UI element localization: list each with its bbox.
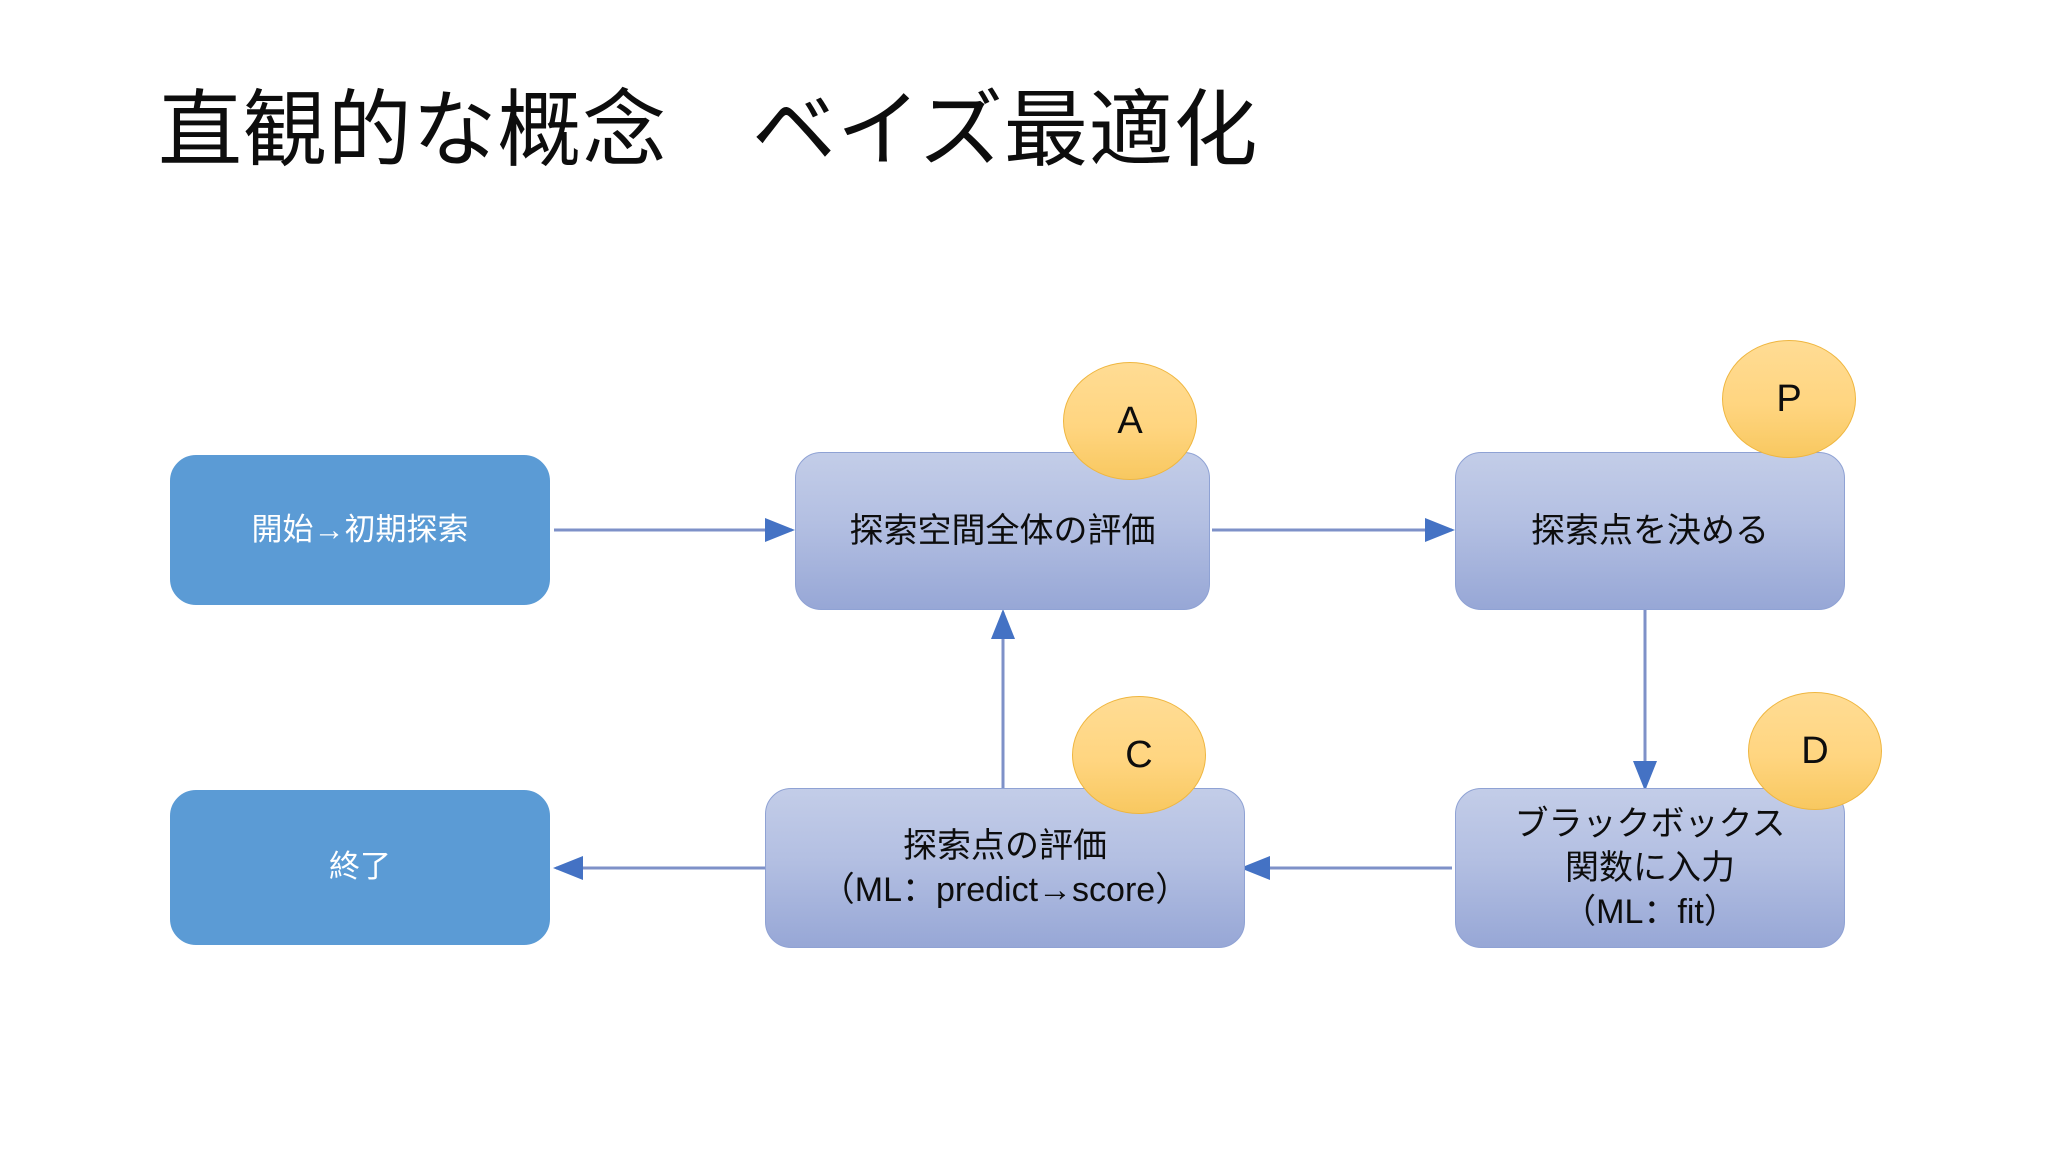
node-evaluate-point-label: 探索点の評価 （ML：predict→score）: [820, 826, 1190, 909]
page-title: 直観的な概念 ベイズ最適化: [158, 83, 1259, 177]
node-start-label: 開始→初期探索: [251, 511, 469, 547]
node-end-label: 終了: [329, 849, 391, 885]
badge-d[interactable]: D: [1748, 692, 1882, 810]
badge-c[interactable]: C: [1072, 696, 1206, 814]
node-evaluate-space-label: 探索空間全体の評価: [849, 511, 1156, 550]
node-evaluate-point[interactable]: 探索点の評価 （ML：predict→score）: [765, 788, 1245, 948]
badge-a[interactable]: A: [1063, 362, 1197, 480]
node-choose-point[interactable]: 探索点を決める: [1455, 452, 1845, 610]
badge-a-label: A: [1117, 399, 1143, 442]
badge-p[interactable]: P: [1722, 340, 1856, 458]
badge-d-label: D: [1801, 729, 1829, 772]
node-start[interactable]: 開始→初期探索: [170, 455, 550, 605]
node-blackbox-label: ブラックボックス 関数に入力 （ML：fit）: [1514, 804, 1786, 932]
badge-c-label: C: [1125, 733, 1153, 776]
node-end[interactable]: 終了: [170, 790, 550, 945]
node-blackbox[interactable]: ブラックボックス 関数に入力 （ML：fit）: [1455, 788, 1845, 948]
badge-p-label: P: [1776, 377, 1802, 420]
node-choose-point-label: 探索点を決める: [1531, 511, 1769, 550]
node-evaluate-space[interactable]: 探索空間全体の評価: [795, 452, 1210, 610]
